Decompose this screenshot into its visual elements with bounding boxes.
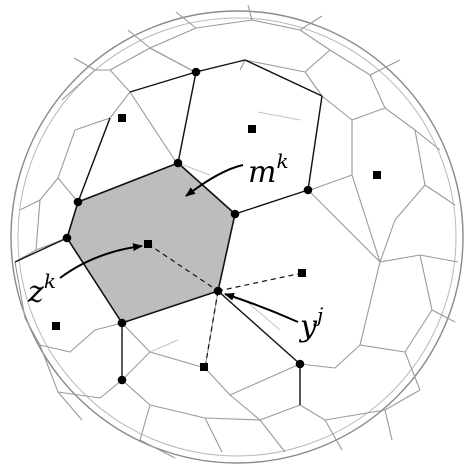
- vertex: [73, 197, 83, 207]
- background-cell-edges: [14, 4, 459, 459]
- center-square: [200, 363, 208, 371]
- vertex: [295, 359, 305, 369]
- arrow-m: [185, 164, 244, 197]
- dashed-connectors: [147, 243, 303, 369]
- vertex: [191, 67, 201, 77]
- vertex: [230, 209, 240, 219]
- center-square: [52, 322, 60, 330]
- label-y: yj: [298, 303, 323, 344]
- vertex: [213, 286, 223, 296]
- center-square: [118, 114, 126, 122]
- label-m: mk: [248, 149, 289, 190]
- arrow-z: [59, 243, 143, 279]
- front-cell-edges: [14, 59, 323, 405]
- dash-y-to-bottom-center: [204, 290, 219, 369]
- label-arrows: [59, 164, 299, 323]
- center-square: [373, 171, 381, 179]
- cell-centers: [52, 114, 381, 371]
- sphere-rim-ring: [17, 17, 457, 457]
- sphere-outline: [10, 10, 464, 464]
- vertex: [62, 233, 72, 243]
- vertices: [62, 67, 313, 385]
- vertex: [117, 318, 127, 328]
- arrow-y: [224, 292, 299, 323]
- center-square: [144, 240, 152, 248]
- vertex: [173, 158, 183, 168]
- dash-y-to-right-center: [217, 272, 303, 292]
- center-square: [298, 269, 306, 277]
- vertex: [303, 185, 313, 195]
- center-square: [248, 125, 256, 133]
- vertex: [117, 375, 127, 385]
- label-z: zk: [27, 269, 56, 310]
